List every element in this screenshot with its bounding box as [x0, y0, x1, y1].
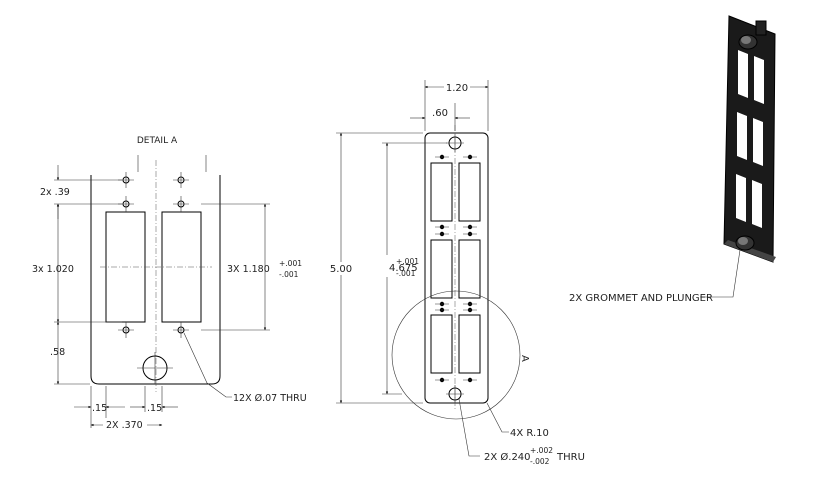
detail-tol-plus: +.001 — [279, 259, 302, 268]
front-cutouts — [430, 162, 481, 374]
front-grommet-tol-plus: +.002 — [530, 446, 553, 455]
front-half-width: .60 — [432, 108, 448, 119]
detail-small-holes — [118, 172, 189, 338]
detail-a-circle — [391, 290, 521, 420]
front-grommet-tol-minus: -.002 — [530, 457, 550, 466]
front-grommet-thru: THRU — [556, 452, 585, 463]
front-corner-radius: 4X R.10 — [510, 428, 549, 439]
detail-ref-label: A — [519, 355, 530, 362]
front-overall-height: 5.00 — [330, 264, 352, 275]
front-grommet-hole: 2X Ø.240 — [484, 451, 531, 463]
detail-cutout-pitch: 3x 1.020 — [32, 264, 74, 275]
front-plate-outline — [424, 132, 489, 404]
detail-title: DETAIL A — [137, 136, 178, 146]
detail-mid-gap: .15 — [147, 403, 162, 414]
front-overall-width: 1.20 — [446, 83, 468, 94]
iso-cutouts — [736, 50, 764, 228]
detail-a-view: DETAIL A 2x .39 — [32, 136, 307, 431]
iso-grommet-top — [738, 20, 767, 50]
detail-tol-minus: -.001 — [279, 270, 299, 279]
detail-left-edge: .15 — [92, 403, 107, 414]
front-hole-pitch: 4.675 — [389, 263, 418, 274]
detail-hole-callout: 12X Ø.07 THRU — [233, 393, 307, 404]
front-pitch-tol-minus: -.001 — [396, 269, 416, 278]
iso-callout: 2X GROMMET AND PLUNGER — [569, 293, 713, 304]
front-small-holes — [435, 154, 477, 383]
front-pitch-tol-plus: +.001 — [396, 257, 419, 266]
detail-bottom-offset: .58 — [50, 347, 65, 358]
detail-plate-outline — [90, 175, 221, 385]
detail-cutout-height: 3X 1.180 — [227, 264, 270, 275]
iso-plate — [723, 15, 776, 263]
front-view: 1.20 .60 5.00 4.675 +.001 -.001 A 4X R.1… — [328, 80, 585, 466]
detail-hole-spacing: 2X .370 — [106, 420, 143, 431]
detail-holes-pitch: 2x .39 — [40, 187, 70, 198]
isometric-view: 2X GROMMET AND PLUNGER — [569, 15, 776, 304]
iso-grommet-bottom — [735, 235, 755, 251]
